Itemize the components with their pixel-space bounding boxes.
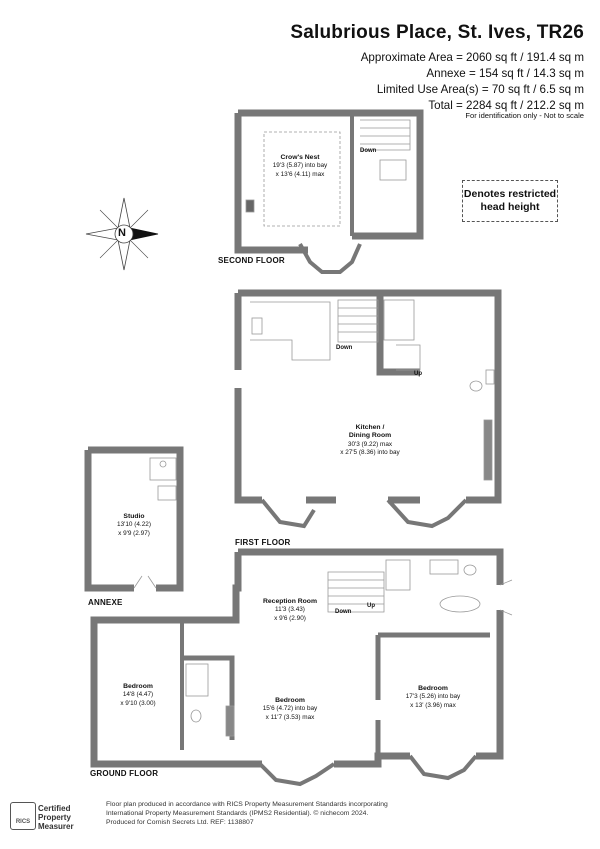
stair-down-first: Down xyxy=(336,345,353,351)
legend-line-2: head height xyxy=(480,201,540,213)
room-name: Reception Room xyxy=(262,598,318,605)
room-reception: Reception Room 11'3 (3.43) x 9'6 (2.90) xyxy=(263,598,317,623)
annexe-label: ANNEXE xyxy=(88,598,123,607)
room-dimension: x 13' (3.96) max xyxy=(410,701,456,709)
ground-floor-details xyxy=(185,559,513,737)
rics-certification: Certified Property Measurer xyxy=(38,804,74,831)
rics-logo: RICS xyxy=(10,802,36,830)
first-floor-label: FIRST FLOOR xyxy=(235,538,291,547)
footer-disclaimer: Floor plan produced in accordance with R… xyxy=(106,800,388,827)
room-bedroom-left: Bedroom 14'8 (4.47) x 9'10 (3.00) xyxy=(120,683,155,708)
room-name: Bedroom xyxy=(123,683,153,690)
room-dimension: x 27'5 (8.36) into bay xyxy=(340,448,400,456)
room-crows-nest: Crow's Nest 19'3 (5.87) into bay x 13'6 … xyxy=(273,154,328,179)
scale-note: For identification only - Not to scale xyxy=(465,111,584,120)
stair-up-ground: Up xyxy=(367,603,375,609)
stair-up-first: Up xyxy=(414,371,422,377)
rics-line: Measurer xyxy=(38,822,74,831)
room-name: Bedroom xyxy=(275,697,305,704)
room-name: Kitchen / xyxy=(355,424,385,431)
footer-line: Produced for Cornish Secrets Ltd. REF: 1… xyxy=(106,819,254,826)
area-annexe: Annexe = 154 sq ft / 14.3 sq m xyxy=(426,67,584,80)
room-studio: Studio 13'10 (4.22) x 9'9 (2.97) xyxy=(117,513,151,538)
room-name: Dining Room xyxy=(348,432,392,440)
second-floor-label: SECOND FLOOR xyxy=(218,256,285,265)
room-kitchen-dining: Kitchen / Dining Room 30'3 (9.22) max x … xyxy=(340,424,399,457)
room-dimension: x 9'10 (3.00) xyxy=(120,699,156,707)
first-floor-plan xyxy=(234,289,502,529)
restricted-height-legend: Denotes restricted head height xyxy=(462,180,558,222)
room-name: Studio xyxy=(123,513,145,520)
area-total: Total = 2284 sq ft / 212.2 sq m xyxy=(428,99,584,112)
second-floor-details xyxy=(245,119,411,227)
room-dimension: 14'8 (4.47) xyxy=(122,691,154,699)
room-dimension: 30'3 (9.22) max xyxy=(347,440,393,448)
compass-icon xyxy=(85,197,159,271)
area-approximate: Approximate Area = 2060 sq ft / 191.4 sq… xyxy=(360,51,584,64)
first-floor-details xyxy=(250,299,495,481)
room-dimension: 11'3 (3.43) xyxy=(275,606,305,614)
room-dimension: 13'10 (4.22) xyxy=(117,521,151,529)
room-bedroom-middle: Bedroom 15'6 (4.72) into bay x 11'7 (3.5… xyxy=(263,697,318,722)
stair-down-ground: Down xyxy=(335,609,352,615)
plan-title: Salubrious Place, St. Ives, TR26 xyxy=(290,22,584,43)
ground-floor-plan xyxy=(90,548,504,787)
area-limited-use: Limited Use Area(s) = 70 sq ft / 6.5 sq … xyxy=(376,83,584,96)
room-dimension: x 9'6 (2.90) xyxy=(274,614,306,622)
room-name: Crow's Nest xyxy=(280,154,320,161)
area-summary: Approximate Area = 2060 sq ft / 191.4 sq… xyxy=(361,50,584,114)
footer-line: Floor plan produced in accordance with R… xyxy=(106,801,388,808)
legend-line-1: Denotes restricted xyxy=(463,188,557,200)
room-dimension: 15'6 (4.72) into bay xyxy=(262,705,318,713)
rics-line: Property xyxy=(38,813,71,822)
room-dimension: x 11'7 (3.53) max xyxy=(265,713,315,721)
rics-line: Certified xyxy=(38,804,71,813)
room-dimension: x 9'9 (2.97) xyxy=(118,529,150,537)
footer-line: International Property Measurement Stand… xyxy=(106,810,369,817)
room-dimension: x 13'6 (4.11) max xyxy=(275,170,325,178)
room-bedroom-right: Bedroom 17'3 (5.26) into bay x 13' (3.96… xyxy=(406,685,461,710)
annexe-plan xyxy=(84,446,184,592)
annexe-details xyxy=(133,457,177,589)
room-name: Bedroom xyxy=(418,685,448,692)
stair-down-second: Down xyxy=(360,148,377,154)
ground-floor-label: GROUND FLOOR xyxy=(90,769,159,778)
room-dimension: 17'3 (5.26) into bay xyxy=(405,693,461,701)
room-dimension: 19'3 (5.87) into bay xyxy=(272,162,328,170)
compass-north-letter: N xyxy=(118,227,126,239)
second-floor-plan xyxy=(234,109,424,274)
